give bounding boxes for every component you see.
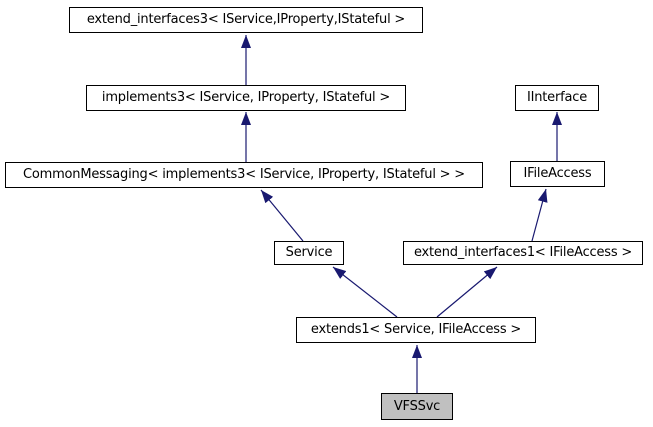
node-extend_interfaces1[interactable]: extend_interfaces1< IFileAccess >	[403, 241, 643, 265]
node-CommonMessaging[interactable]: CommonMessaging< implements3< IService, …	[5, 162, 483, 188]
node-IFileAccess[interactable]: IFileAccess	[510, 161, 605, 187]
edge-extend_interfaces1-to-IFileAccess	[531, 188, 548, 242]
node-extend_interfaces3[interactable]: extend_interfaces3< IService,IProperty,I…	[69, 7, 423, 33]
edge-Service-to-CommonMessaging	[260, 189, 304, 242]
node-IInterface[interactable]: IInterface	[515, 85, 599, 111]
node-VFSSvc: VFSSvc	[381, 393, 453, 420]
edge-extends1-to-Service	[332, 266, 398, 318]
node-Service[interactable]: Service	[274, 241, 344, 265]
edge-extends1-to-extend_interfaces1	[436, 266, 498, 318]
node-implements3[interactable]: implements3< IService, IProperty, IState…	[86, 85, 406, 111]
node-extends1[interactable]: extends1< Service, IFileAccess >	[296, 317, 536, 343]
